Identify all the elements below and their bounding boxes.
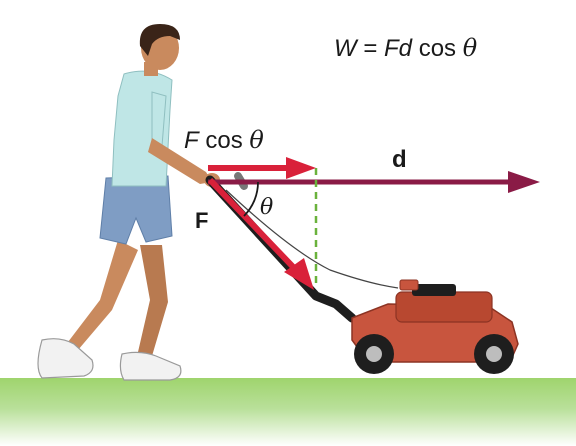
mower-cable [225, 189, 399, 289]
angle-arc [243, 181, 259, 217]
lawn-mower [205, 172, 519, 374]
fcos-cos: cos [198, 127, 250, 154]
ground [0, 378, 576, 446]
angle-label: θ [260, 195, 274, 220]
eq-Fd: Fd [384, 35, 413, 62]
eq-cos: cos [412, 35, 463, 62]
force-label: F [195, 208, 209, 233]
eq-theta: θ [462, 34, 478, 62]
force-component-vector [208, 157, 316, 179]
force-vector [207, 177, 314, 290]
eq-equals: = [356, 35, 385, 62]
person [37, 24, 220, 381]
displacement-label: d [392, 146, 407, 173]
force-component-label: F cos θ [184, 128, 264, 153]
fcos-theta: θ [249, 126, 264, 154]
fcos-F: F [184, 127, 199, 154]
eq-W: W [334, 35, 357, 62]
work-equation: W = Fd cos θ [334, 36, 477, 61]
